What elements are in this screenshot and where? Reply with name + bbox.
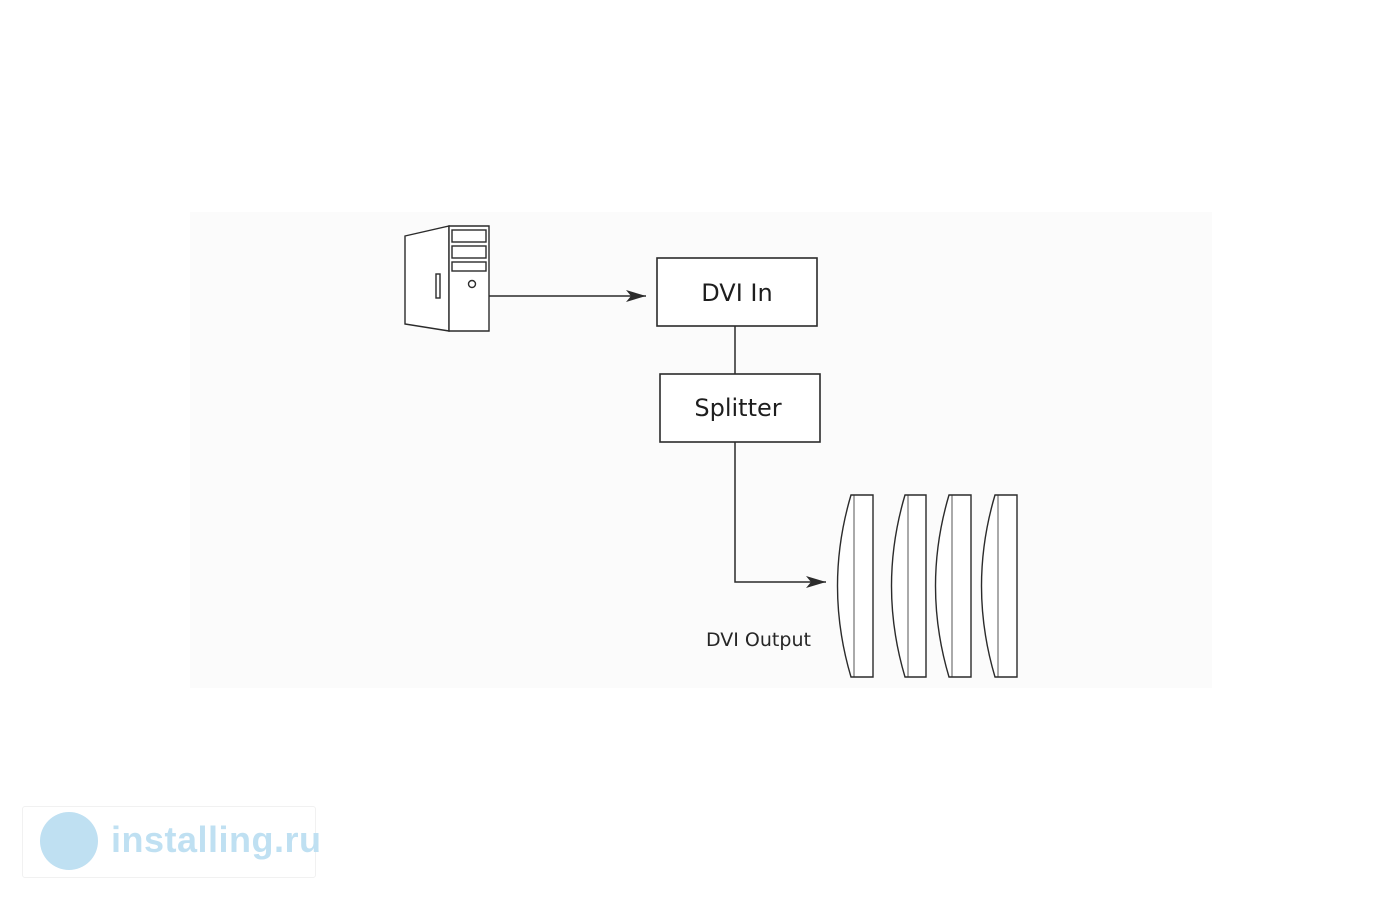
watermark: installing.ru (22, 806, 321, 878)
monitor-icon (980, 494, 1018, 678)
monitor-icon (934, 494, 972, 678)
monitor-icon (836, 494, 874, 678)
splitter-box: Splitter (659, 373, 821, 443)
dvi-output-label: DVI Output (706, 629, 811, 651)
dvi-in-label: DVI In (701, 279, 772, 307)
watermark-text: installing.ru (111, 819, 322, 860)
splitter-label: Splitter (694, 394, 781, 422)
connector-splitter-to-monitors (734, 442, 826, 588)
signal-flow-diagram: DVI In Splitter DVI Output (404, 225, 1018, 678)
watermark-logo-icon (40, 812, 98, 870)
monitor-icon (890, 494, 927, 678)
dvi-in-box: DVI In (656, 257, 818, 327)
computer-tower-icon (404, 225, 490, 332)
diagram-panel: DVI In Splitter DVI Output (190, 212, 1212, 688)
